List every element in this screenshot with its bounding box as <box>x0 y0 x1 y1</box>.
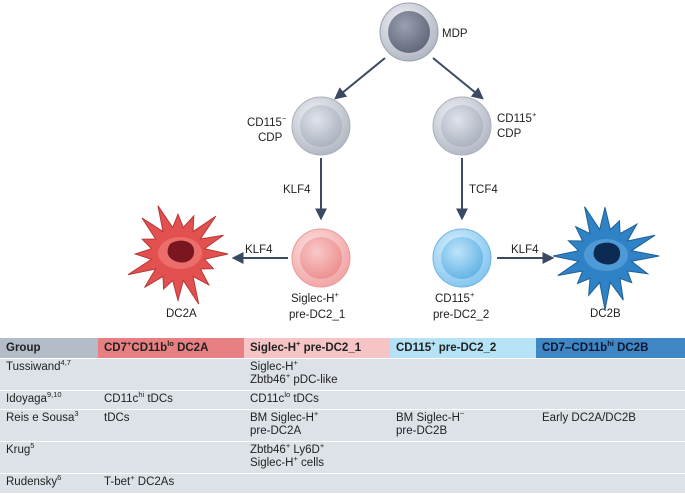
pre-dc2-2-label: CD115+ <box>435 290 475 305</box>
table-header-row: Group CD7+CD11blo DC2A Siglec-H+ pre-DC2… <box>0 338 685 359</box>
cell-line: pre-DC2B <box>396 425 448 437</box>
cell-line: T-bet+ DC2As <box>104 473 175 489</box>
cell-line: CD11chi tDCs <box>104 390 173 406</box>
cdp-neg-cell <box>291 96 351 156</box>
cell-pre2 <box>390 441 536 474</box>
cell-dc2b <box>536 358 685 391</box>
pre-dc2-1-label-line2: pre-DC2_1 <box>289 309 345 321</box>
cell-line: Siglec-H+ cells <box>250 454 325 469</box>
pre-dc2-1-cell <box>291 228 351 288</box>
cdp-neg-label: CD115− <box>247 114 287 129</box>
cell-pre1 <box>244 473 390 493</box>
cell-group: Tussiwand4,7 <box>0 358 98 391</box>
cell-line: Zbtb46+ pDC-like <box>250 371 338 386</box>
cell-dc2a: CD11chi tDCs <box>98 390 244 410</box>
klf4-left-label: KLF4 <box>245 244 273 256</box>
table-row: Krug5 Zbtb46+ Ly6D+Siglec-H+ cells <box>0 441 685 474</box>
cell-dc2a <box>98 441 244 474</box>
cell-pre1: Siglec-H+Zbtb46+ pDC-like <box>244 358 390 391</box>
header-pre-dc2-2: CD115+ pre-DC2_2 <box>390 338 536 359</box>
cdp-pos-label-line2: CDP <box>497 128 522 140</box>
klf4-right-label: KLF4 <box>511 244 539 256</box>
header-dc2a: CD7+CD11blo DC2A <box>98 338 244 359</box>
dc2b-cell <box>552 206 660 310</box>
cell-pre1: BM Siglec-H+pre-DC2A <box>244 409 390 442</box>
cell-line: BM Siglec-H+ <box>250 409 319 425</box>
table-row: Tussiwand4,7 Siglec-H+Zbtb46+ pDC-like <box>0 358 685 391</box>
cell-line: tDCs <box>104 412 130 424</box>
cell-pre2 <box>390 390 536 410</box>
cell-dc2b <box>536 390 685 410</box>
arrow-mdp-to-cdp-pos <box>432 57 484 100</box>
dc2a-label: DC2A <box>166 308 197 320</box>
pre-dc2-2-cell <box>432 228 492 288</box>
cdp-neg-label-line2: CDP <box>258 132 283 144</box>
table-row: Idoyaga9,10 CD11chi tDCs CD11clo tDCs <box>0 390 685 410</box>
cell-pre2: BM Siglec-H−pre-DC2B <box>390 409 536 442</box>
dc2a-cell <box>127 205 229 305</box>
pre-dc2-1-label: Siglec-H+ <box>291 290 339 305</box>
cdp-pos-cell <box>432 96 492 156</box>
header-dc2b: CD7–CD11bhi DC2B <box>536 338 685 359</box>
cdp-pos-label: CD115+ <box>497 110 537 125</box>
cell-dc2b <box>536 473 685 493</box>
cell-dc2a: T-bet+ DC2As <box>98 473 244 493</box>
cell-group: Rudensky6 <box>0 473 98 493</box>
lineage-diagram: MDP CD115− CDP CD115+ CDP KLF4 TCF4 Sigl… <box>127 2 660 321</box>
header-pre-dc2-1: Siglec-H+ pre-DC2_1 <box>244 338 390 359</box>
pre-dc2-2-label-line2: pre-DC2_2 <box>433 309 489 321</box>
dc-nomenclature-table: Group CD7+CD11blo DC2A Siglec-H+ pre-DC2… <box>0 338 685 493</box>
cell-line: Early DC2A/DC2B <box>542 412 636 424</box>
cell-line: BM Siglec-H− <box>396 409 465 425</box>
cell-line: CD11clo tDCs <box>250 390 319 406</box>
cell-group: Idoyaga9,10 <box>0 390 98 410</box>
cell-dc2b <box>536 441 685 474</box>
mdp-cell <box>379 2 439 62</box>
cell-pre1: Zbtb46+ Ly6D+Siglec-H+ cells <box>244 441 390 474</box>
header-group: Group <box>0 338 98 359</box>
cell-dc2a: tDCs <box>98 409 244 442</box>
klf4-vertical-label: KLF4 <box>283 184 311 196</box>
cell-group: Krug5 <box>0 441 98 474</box>
cell-pre1: CD11clo tDCs <box>244 390 390 410</box>
tcf4-vertical-label: TCF4 <box>469 184 498 196</box>
table-row: Rudensky6 T-bet+ DC2As <box>0 473 685 493</box>
cell-line: Siglec-H+ <box>250 358 298 374</box>
cell-group: Reis e Sousa3 <box>0 409 98 442</box>
cell-pre2 <box>390 358 536 391</box>
cell-pre2 <box>390 473 536 493</box>
cell-dc2a <box>98 358 244 391</box>
cell-dc2b: Early DC2A/DC2B <box>536 409 685 442</box>
cell-line: Zbtb46+ Ly6D+ <box>250 441 325 457</box>
cell-line: pre-DC2A <box>250 425 302 437</box>
arrow-mdp-to-cdp-neg <box>334 57 386 100</box>
dc2b-label: DC2B <box>590 308 621 320</box>
mdp-label: MDP <box>442 28 468 40</box>
